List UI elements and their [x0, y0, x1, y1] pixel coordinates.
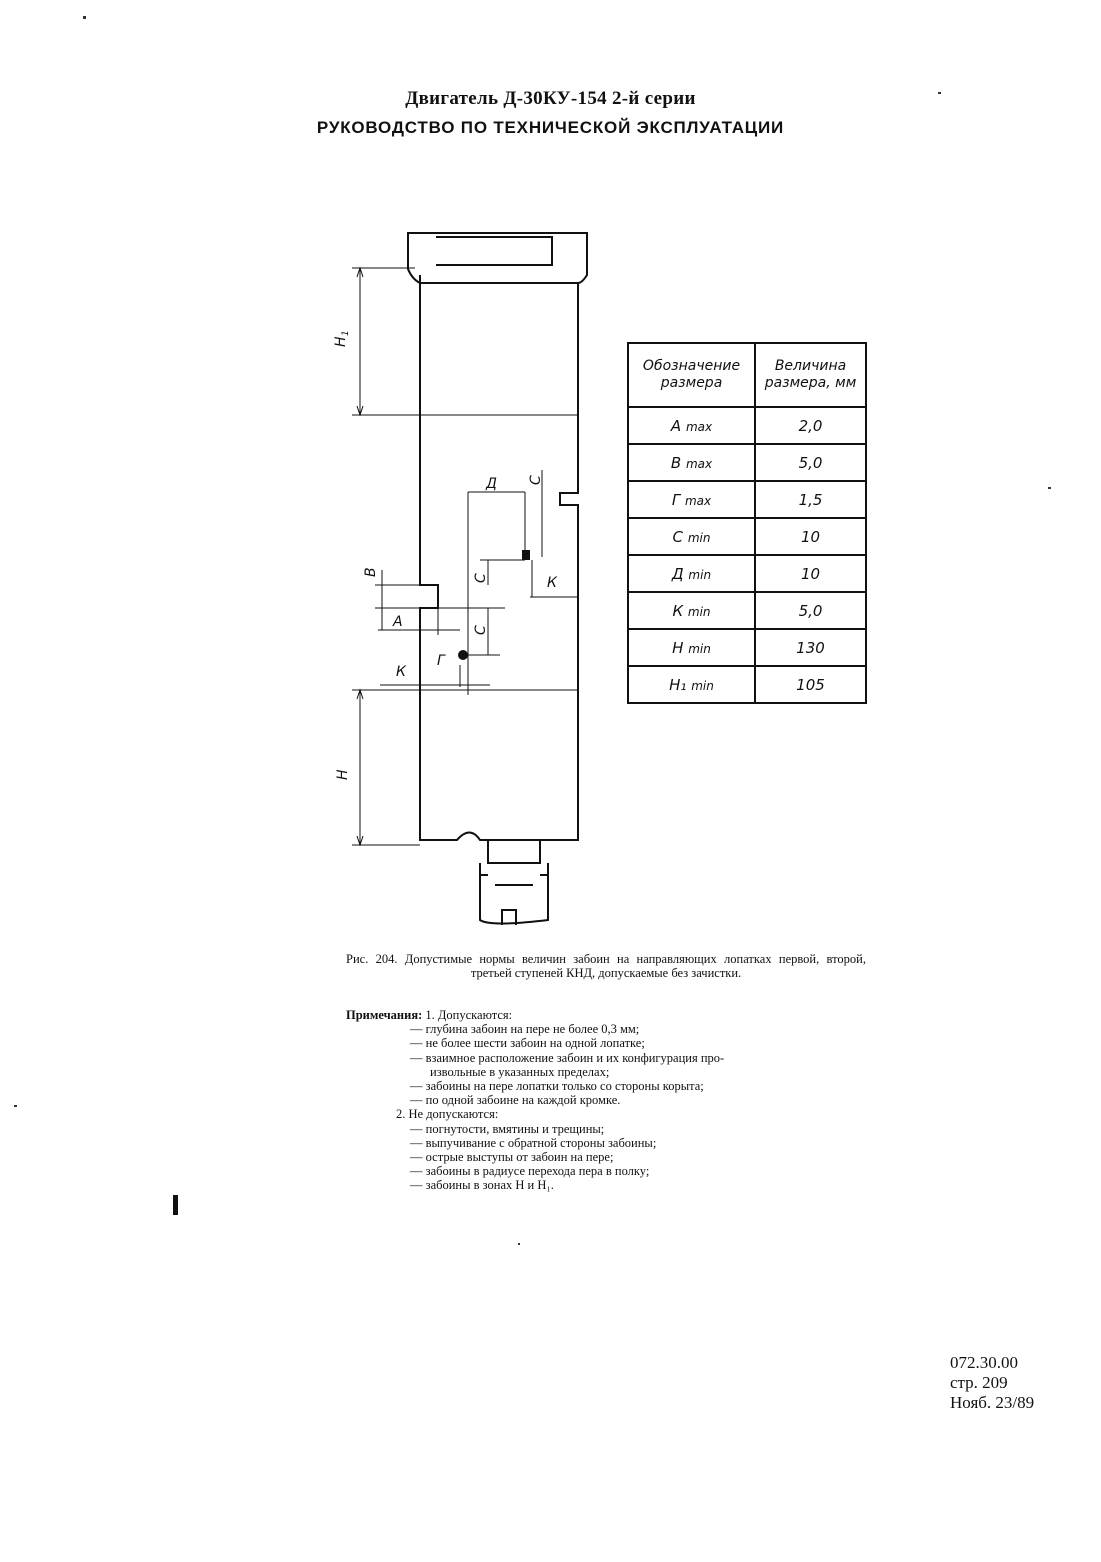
- designation-subscript: min: [687, 530, 711, 545]
- label-k-right: К: [547, 575, 558, 591]
- table-cell-designation: Г max: [627, 480, 756, 519]
- table-cell-value: 5,0: [754, 591, 867, 630]
- designation-subscript: max: [685, 419, 713, 434]
- scan-speck: [173, 1195, 178, 1215]
- label-c-top: С: [528, 475, 544, 485]
- label-c-low: С: [473, 625, 489, 635]
- table-cell-designation: Д min: [627, 554, 756, 593]
- note-line: — взаимное расположение забоин и их конф…: [410, 1050, 725, 1065]
- page-footer: 072.30.00 стр. 209 Нояб. 23/89: [950, 1353, 1034, 1413]
- table-cell-designation: Н min: [627, 628, 756, 667]
- table-cell-value: 130: [754, 628, 867, 667]
- designation-letter: А: [670, 416, 682, 435]
- table-cell-value: 10: [754, 554, 867, 593]
- table-cell-designation: К min: [627, 591, 756, 630]
- designation-subscript: min: [688, 641, 711, 656]
- scan-speck: [14, 1105, 17, 1107]
- notes-item1-intro: 1. Допускаются:: [425, 1008, 513, 1022]
- label-c-mid: С: [473, 573, 489, 583]
- designation-subscript: max: [685, 456, 713, 471]
- designation-letter: Н: [672, 638, 684, 657]
- doc-code: 072.30.00: [950, 1353, 1018, 1372]
- designation-subscript: min: [691, 678, 714, 693]
- designation-letter: С: [672, 527, 684, 546]
- table-header-designation: Обозначение размера: [627, 342, 756, 408]
- label-d: Д: [485, 476, 497, 492]
- scan-speck: [518, 1243, 520, 1245]
- table-cell-designation: В max: [627, 443, 756, 482]
- scan-speck: [1048, 487, 1051, 489]
- designation-letter: Н₁: [669, 675, 687, 694]
- table-cell-value: 10: [754, 517, 867, 556]
- top-platform: [407, 232, 588, 284]
- label-g: Г: [437, 653, 446, 669]
- designation-letter: Г: [671, 490, 681, 509]
- notes-block: Примечания: 1. Допускаются: — глубина за…: [346, 1008, 866, 1193]
- document-title: Двигатель Д-30КУ-154 2-й серии: [405, 88, 696, 109]
- blade-outline: [419, 275, 579, 841]
- note-line: — забоины в зонах Н и Н₁.: [410, 1178, 554, 1193]
- designation-letter: Д: [671, 564, 684, 583]
- note-line: — забоины на пере лопатки только со стор…: [410, 1079, 704, 1094]
- dent-mark-upper: [522, 550, 530, 560]
- revision-date: Нояб. 23/89: [950, 1393, 1035, 1412]
- designation-letter: К: [672, 601, 684, 620]
- document-subtitle: РУКОВОДСТВО ПО ТЕХНИЧЕСКОЙ ЭКСПЛУАТАЦИИ: [316, 118, 785, 137]
- scan-speck: [83, 16, 86, 19]
- label-k-left: К: [396, 664, 407, 680]
- blade-drawing: H 1 H Д С С К В А С К Г: [333, 232, 588, 925]
- note-line: — глубина забоин на пере не более 0,3 мм…: [410, 1022, 640, 1037]
- notes-heading: Примечания:: [346, 1008, 423, 1022]
- page-number: стр. 209: [950, 1373, 1008, 1392]
- table-cell-value: 105: [754, 665, 867, 704]
- designation-letter: В: [670, 453, 682, 472]
- table-cell-designation: А max: [627, 406, 756, 445]
- root-slot: [479, 863, 549, 925]
- table-cell-value: 2,0: [754, 406, 867, 445]
- label-h: H: [335, 769, 351, 780]
- dent-mark-lower: [458, 650, 468, 660]
- blade-root: [487, 840, 541, 864]
- table-header-row: Обозначение размера Величина размера, мм: [627, 342, 867, 408]
- table-cell-value: 5,0: [754, 443, 867, 482]
- notes-item2-intro: 2. Не допускаются:: [396, 1107, 499, 1122]
- notes-item1-list: — глубина забоин на пере не более 0,3 мм…: [346, 1022, 866, 1107]
- designation-subscript: min: [688, 567, 712, 582]
- note-line: извольные в указанных пределах;: [430, 1064, 610, 1079]
- top-slot: [436, 236, 553, 266]
- table-cell-value: 1,5: [754, 480, 867, 519]
- label-h1-sub: 1: [341, 330, 351, 336]
- label-a: А: [392, 614, 403, 630]
- table-header-value: Величина размера, мм: [754, 342, 867, 408]
- note-line: — погнутости, вмятины и трещины;: [410, 1121, 605, 1136]
- note-line: — не более шести забоин на одной лопатке…: [410, 1036, 645, 1051]
- label-h1: H: [333, 336, 349, 347]
- label-b: В: [363, 567, 379, 577]
- note-line: — забоины в радиусе перехода пера в полк…: [410, 1164, 650, 1179]
- scan-speck: [938, 92, 941, 94]
- designation-subscript: max: [684, 493, 712, 508]
- note-line: — по одной забоине на каждой кромке.: [410, 1093, 621, 1108]
- designation-subscript: min: [687, 604, 711, 619]
- dimensions-table: Обозначение размера Величина размера, мм…: [627, 342, 867, 704]
- note-line: — острые выступы от забоин на пере;: [410, 1150, 614, 1165]
- note-line: — выпучивание с обратной стороны забоины…: [410, 1135, 657, 1150]
- table-cell-designation: Н₁ min: [627, 665, 756, 704]
- notes-item2-list: — погнутости, вмятины и трещины;— выпучи…: [346, 1122, 866, 1193]
- table-cell-designation: С min: [627, 517, 756, 556]
- figure-caption: Рис. 204. Допустимые нормы величин забои…: [346, 952, 866, 980]
